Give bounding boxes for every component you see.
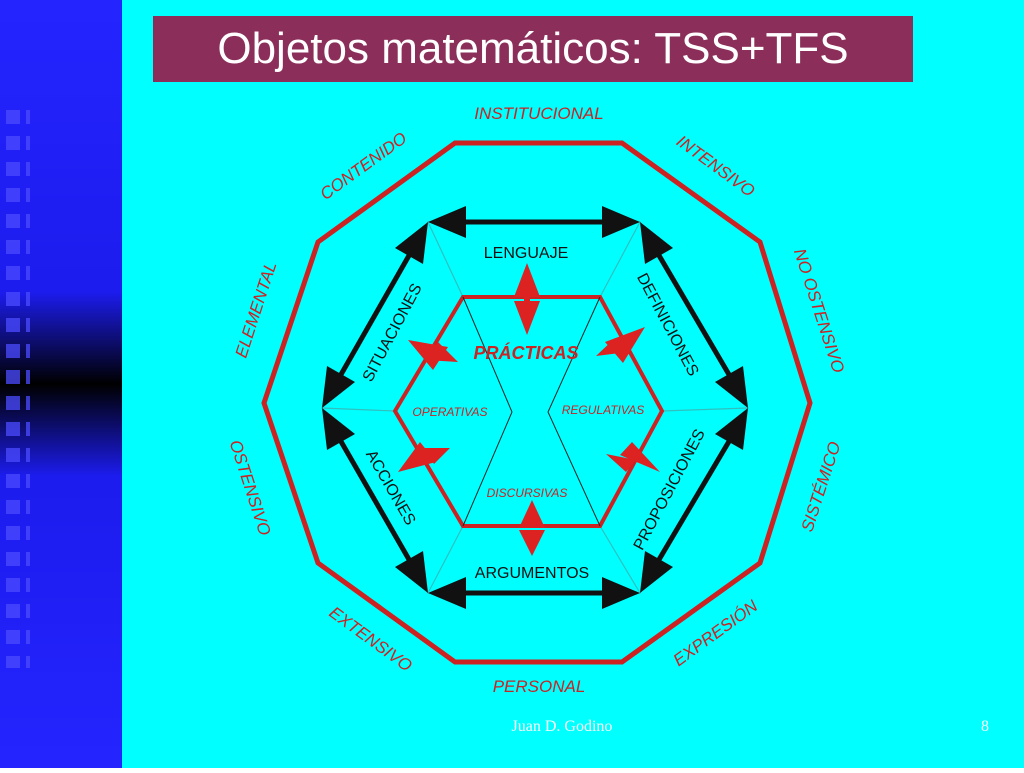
inner-divider-left (462, 296, 513, 527)
label-operativas: OPERATIVAS (412, 405, 487, 419)
red-arrow-top-stem (524, 294, 530, 304)
arrowhead (322, 408, 355, 450)
red-arrow-top (514, 301, 540, 335)
hex-spoke (599, 525, 641, 594)
arrowhead (640, 222, 673, 264)
arrowhead (715, 408, 748, 450)
outer-decagon (261, 140, 813, 665)
red-arrow-left-lower (398, 442, 436, 472)
sidebar-pattern (0, 108, 30, 668)
arrow-situaciones (336, 250, 414, 380)
arrowhead (602, 206, 640, 238)
arrowhead (602, 577, 640, 609)
hex-spoke (321, 407, 396, 412)
hex-spoke (427, 221, 464, 298)
label-regulativas: REGULATIVAS (562, 403, 644, 417)
red-arrow-left-upper (426, 342, 458, 362)
black-arrows (322, 206, 748, 609)
label-argumentos: ARGUMENTOS (475, 565, 589, 582)
arrowhead (322, 366, 355, 408)
arrow-proposiciones (654, 436, 734, 565)
red-arrow-right-lower (606, 454, 636, 472)
arrowhead (640, 551, 673, 593)
red-arrow-right-upper (605, 327, 645, 363)
arrowhead (715, 366, 748, 408)
page-number: 8 (981, 718, 989, 735)
red-arrow-right-upper (596, 338, 628, 356)
red-arrow-bottom (519, 500, 545, 528)
arrow-definiciones (654, 250, 734, 380)
label-lenguaje: LENGUAJE (484, 245, 568, 262)
arrowhead (395, 222, 428, 264)
arrowhead (428, 577, 466, 609)
slide-title: Objetos matemáticos: TSS+TFS (217, 24, 849, 73)
arrow-acciones (336, 436, 414, 565)
label-practicas: PRÁCTICAS (473, 342, 578, 363)
title-box: Objetos matemáticos: TSS+TFS (153, 16, 913, 82)
red-arrow-right-lower (620, 442, 660, 472)
footer-author: Juan D. Godino (511, 718, 613, 735)
inner-divider-right (547, 296, 601, 527)
arrowhead (428, 206, 466, 238)
hex-spoke (661, 407, 749, 412)
red-arrow-left-lower (424, 448, 450, 464)
label-discursivas: DISCURSIVAS (487, 486, 568, 500)
hex-spoke (599, 221, 641, 298)
label-personal: PERSONAL (493, 677, 586, 696)
red-arrow-top (514, 263, 540, 297)
arrowhead (395, 551, 428, 593)
red-arrow-bottom (519, 530, 545, 556)
red-arrows (398, 263, 660, 556)
label-institucional: INSTITUCIONAL (474, 104, 603, 123)
hex-spoke (427, 525, 464, 594)
